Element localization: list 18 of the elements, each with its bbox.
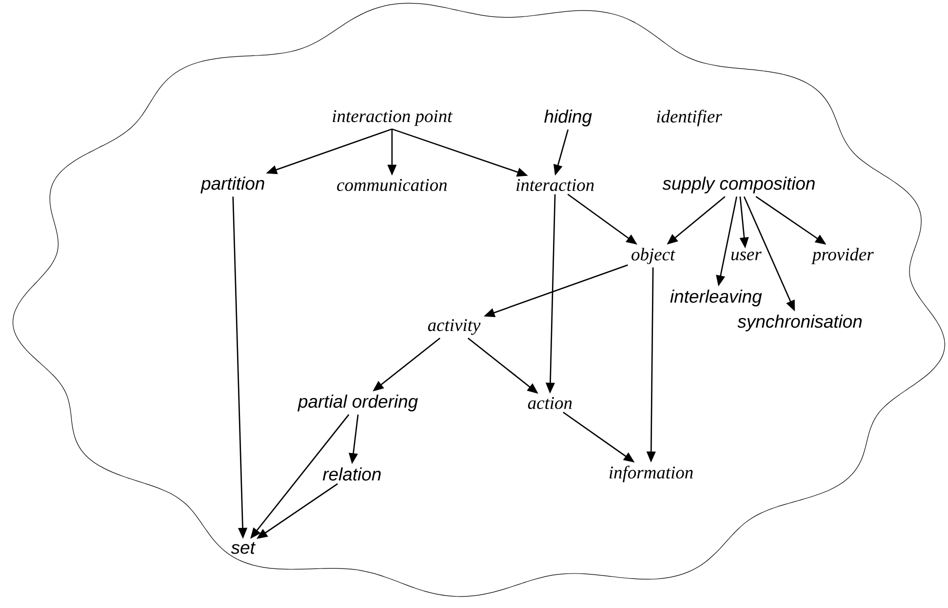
- term-label: action: [528, 396, 572, 410]
- term-label: provider: [811, 248, 874, 264]
- term-label: partition: [200, 176, 264, 194]
- term-label: information: [610, 466, 693, 482]
- term-label: activity: [428, 319, 481, 335]
- term-label: identifier: [657, 110, 722, 126]
- term-label: relation: [322, 467, 381, 481]
- term-label: communication: [337, 178, 447, 192]
- term-label: synchronisation: [738, 314, 862, 332]
- term-label: hiding: [544, 110, 592, 126]
- term-label: supply composition: [662, 176, 815, 194]
- term-label: interaction point: [332, 110, 453, 126]
- term-label: interleaving: [670, 290, 762, 306]
- term-label: set: [231, 542, 256, 554]
- term-label: interaction: [516, 178, 594, 192]
- term-label: user: [731, 252, 762, 260]
- term-label: partial ordering: [298, 394, 418, 412]
- term-label: object: [632, 248, 676, 264]
